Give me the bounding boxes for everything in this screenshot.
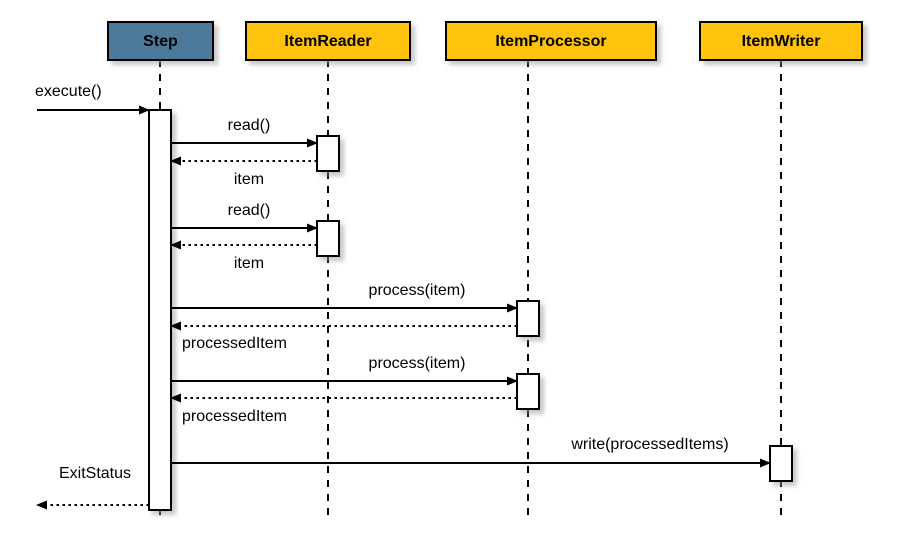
message-label-m1: execute() [35, 83, 102, 100]
message-label-m8: process(item) [369, 355, 466, 372]
activation-bar-itemreader [316, 135, 340, 172]
message-label-m2: read() [228, 117, 271, 134]
messages-layer: execute() read() item read() item process(ite… [35, 83, 771, 510]
participant-box-itemreader[interactable] [245, 21, 411, 61]
message-label-m5: item [234, 255, 264, 272]
participant-box-itemprocessor[interactable] [445, 21, 657, 61]
message-label-m6: process(item) [369, 282, 466, 299]
participant-box-itemwriter[interactable] [699, 21, 863, 61]
activation-bar-itemwriter [769, 445, 793, 482]
message-label-m4: read() [228, 202, 271, 219]
message-label-m3: item [234, 171, 264, 188]
message-label-m10: write(processedItems) [570, 436, 728, 453]
message-label-m7: processedItem [182, 335, 287, 352]
participant-label-itemwriter: ItemWriter [742, 33, 821, 50]
participant-label-itemreader: ItemReader [284, 33, 371, 50]
activation-bar-itemprocessor [516, 300, 540, 337]
activations-layer [148, 109, 793, 511]
message-label-m11: ExitStatus [59, 465, 131, 482]
activation-bar-itemreader [316, 220, 340, 257]
activation-bar-itemprocessor [516, 373, 540, 410]
activation-bar-step [148, 109, 172, 511]
participant-headers-layer: Step ItemReader ItemProcessor ItemWriter [107, 21, 863, 61]
participant-label-step: Step [143, 33, 178, 50]
participant-label-itemprocessor: ItemProcessor [495, 33, 606, 50]
participant-box-step[interactable] [107, 21, 214, 61]
message-label-m9: processedItem [182, 408, 287, 425]
